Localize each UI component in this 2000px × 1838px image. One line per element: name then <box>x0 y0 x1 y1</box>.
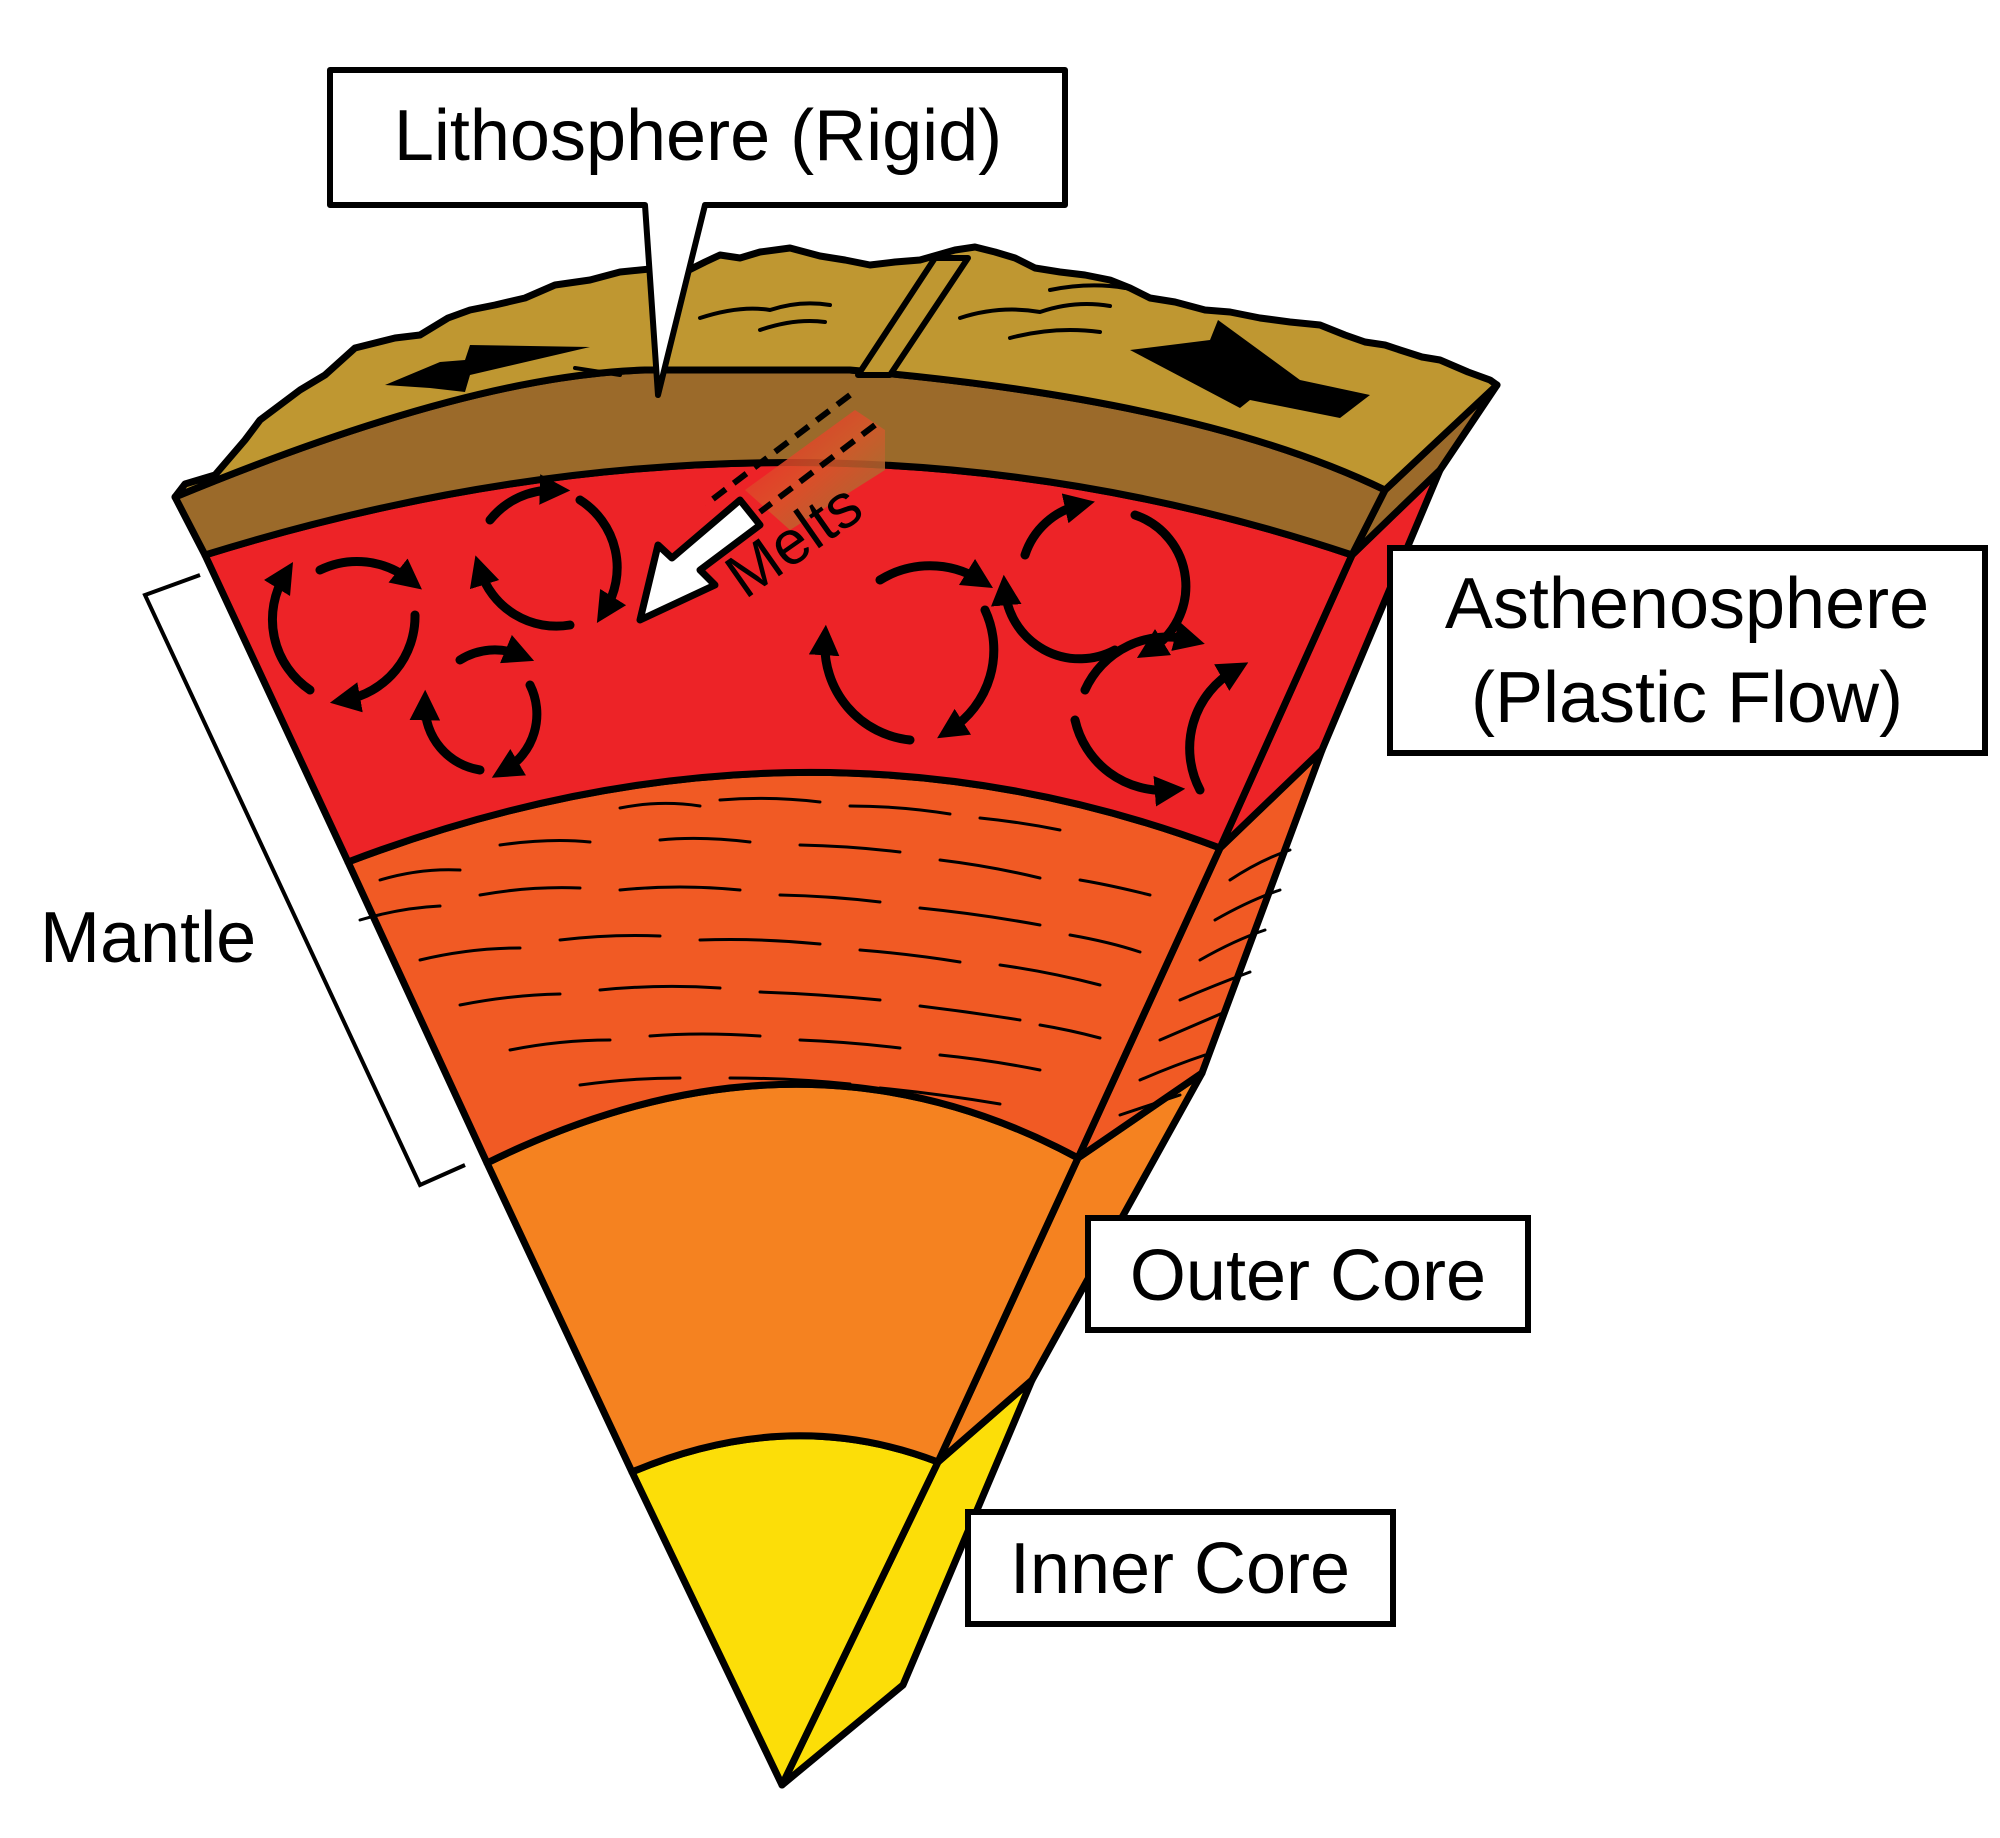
lower-mantle-texture <box>358 796 1292 1117</box>
convection-arrow <box>1020 493 1095 560</box>
convection-arrow <box>491 680 542 778</box>
plate-arrow-left <box>1130 320 1370 418</box>
inner-core-label-box <box>965 1509 1396 1627</box>
plate-motion-arrows <box>385 320 1370 418</box>
convection-arrow <box>409 689 485 775</box>
lithosphere-callout-box <box>327 67 1068 398</box>
convection-arrow <box>991 574 1120 664</box>
lithosphere-label: Lithosphere (Rigid) <box>394 96 1002 176</box>
mantle-label: Mantle <box>40 898 256 978</box>
fault-block <box>855 255 971 378</box>
convection-arrow <box>875 558 994 589</box>
outer-core-label-box <box>1085 1215 1531 1333</box>
plate-arrow-right <box>385 345 590 392</box>
convection-arrow <box>315 557 422 590</box>
inner-core-label: Inner Core <box>1010 1529 1350 1609</box>
melt-zone <box>745 410 885 530</box>
asthenosphere-label-line2: (Plastic Flow) <box>1471 658 1903 738</box>
convection-arrow <box>1185 662 1249 795</box>
convection-arrow <box>469 555 575 631</box>
convection-arrow <box>808 624 915 745</box>
melts-arrow <box>636 496 764 624</box>
asthenosphere-label-box <box>1387 545 1988 756</box>
convection-cells <box>263 474 1249 807</box>
convection-arrow <box>575 495 627 623</box>
outer-core-label: Outer Core <box>1130 1236 1486 1316</box>
mantle-bracket <box>142 573 466 1188</box>
convection-arrow <box>263 561 315 695</box>
convection-arrow <box>1080 621 1205 695</box>
convection-arrow <box>455 634 535 665</box>
convection-arrow <box>1070 715 1186 807</box>
asthenosphere-label-line1: Asthenosphere <box>1445 564 1929 644</box>
convection-arrow <box>329 610 420 713</box>
convection-arrow <box>485 474 571 525</box>
subducting-slab-dashed <box>703 392 877 515</box>
crust-texture <box>573 283 1127 377</box>
convection-arrow <box>937 605 999 739</box>
